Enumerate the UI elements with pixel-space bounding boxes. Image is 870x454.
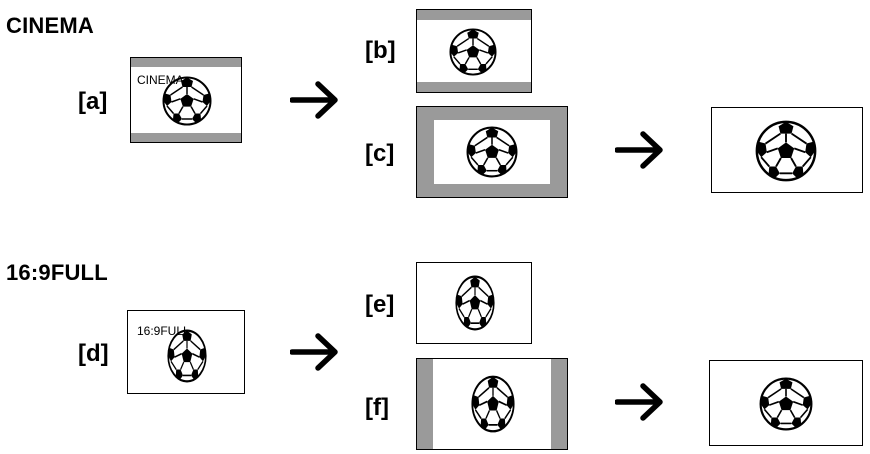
soccer-ball-icon [759, 377, 813, 431]
label-d: [d] [78, 340, 109, 367]
frame-c-result-fullscreen [711, 107, 863, 193]
right-arrow-icon [290, 332, 340, 372]
cinema-overlay-text: CINEMA [137, 73, 184, 87]
frame-f-full169-pillarbox [416, 358, 568, 450]
soccer-ball-icon [466, 126, 518, 178]
frame-a-cinema-source: CINEMA [130, 57, 242, 143]
frame-c-cinema-windowbox [416, 106, 568, 198]
soccer-ball-icon [755, 120, 817, 182]
soccer-ball-icon [448, 28, 498, 76]
pillarbox-bar-left [417, 359, 433, 449]
frame-b-cinema-letterbox [416, 9, 532, 93]
label-c: [c] [365, 140, 395, 167]
letterbox-bar-top [417, 10, 531, 20]
label-e: [e] [365, 291, 395, 318]
label-f: [f] [365, 394, 389, 421]
right-arrow-icon [615, 382, 665, 422]
right-arrow-icon [615, 130, 665, 170]
letterbox-bar-bottom [131, 133, 241, 142]
full169-heading: 16:9FULL [6, 260, 108, 285]
cinema-heading: CINEMA [6, 13, 94, 38]
right-arrow-icon [290, 80, 340, 120]
frame-d-full169-source: 16:9FULL [127, 310, 245, 394]
frame-f-result-fullscreen [709, 360, 863, 446]
full169-overlay-text: 16:9FULL [137, 324, 190, 338]
letterbox-bar-top [131, 58, 241, 67]
label-b: [b] [365, 37, 396, 64]
soccer-ball-icon [471, 375, 515, 433]
frame-e-full169-squeeze [416, 262, 532, 344]
label-a: [a] [78, 88, 108, 115]
letterbox-bar-bottom [417, 82, 531, 92]
soccer-ball-icon [455, 275, 495, 331]
pillarbox-bar-right [551, 359, 567, 449]
